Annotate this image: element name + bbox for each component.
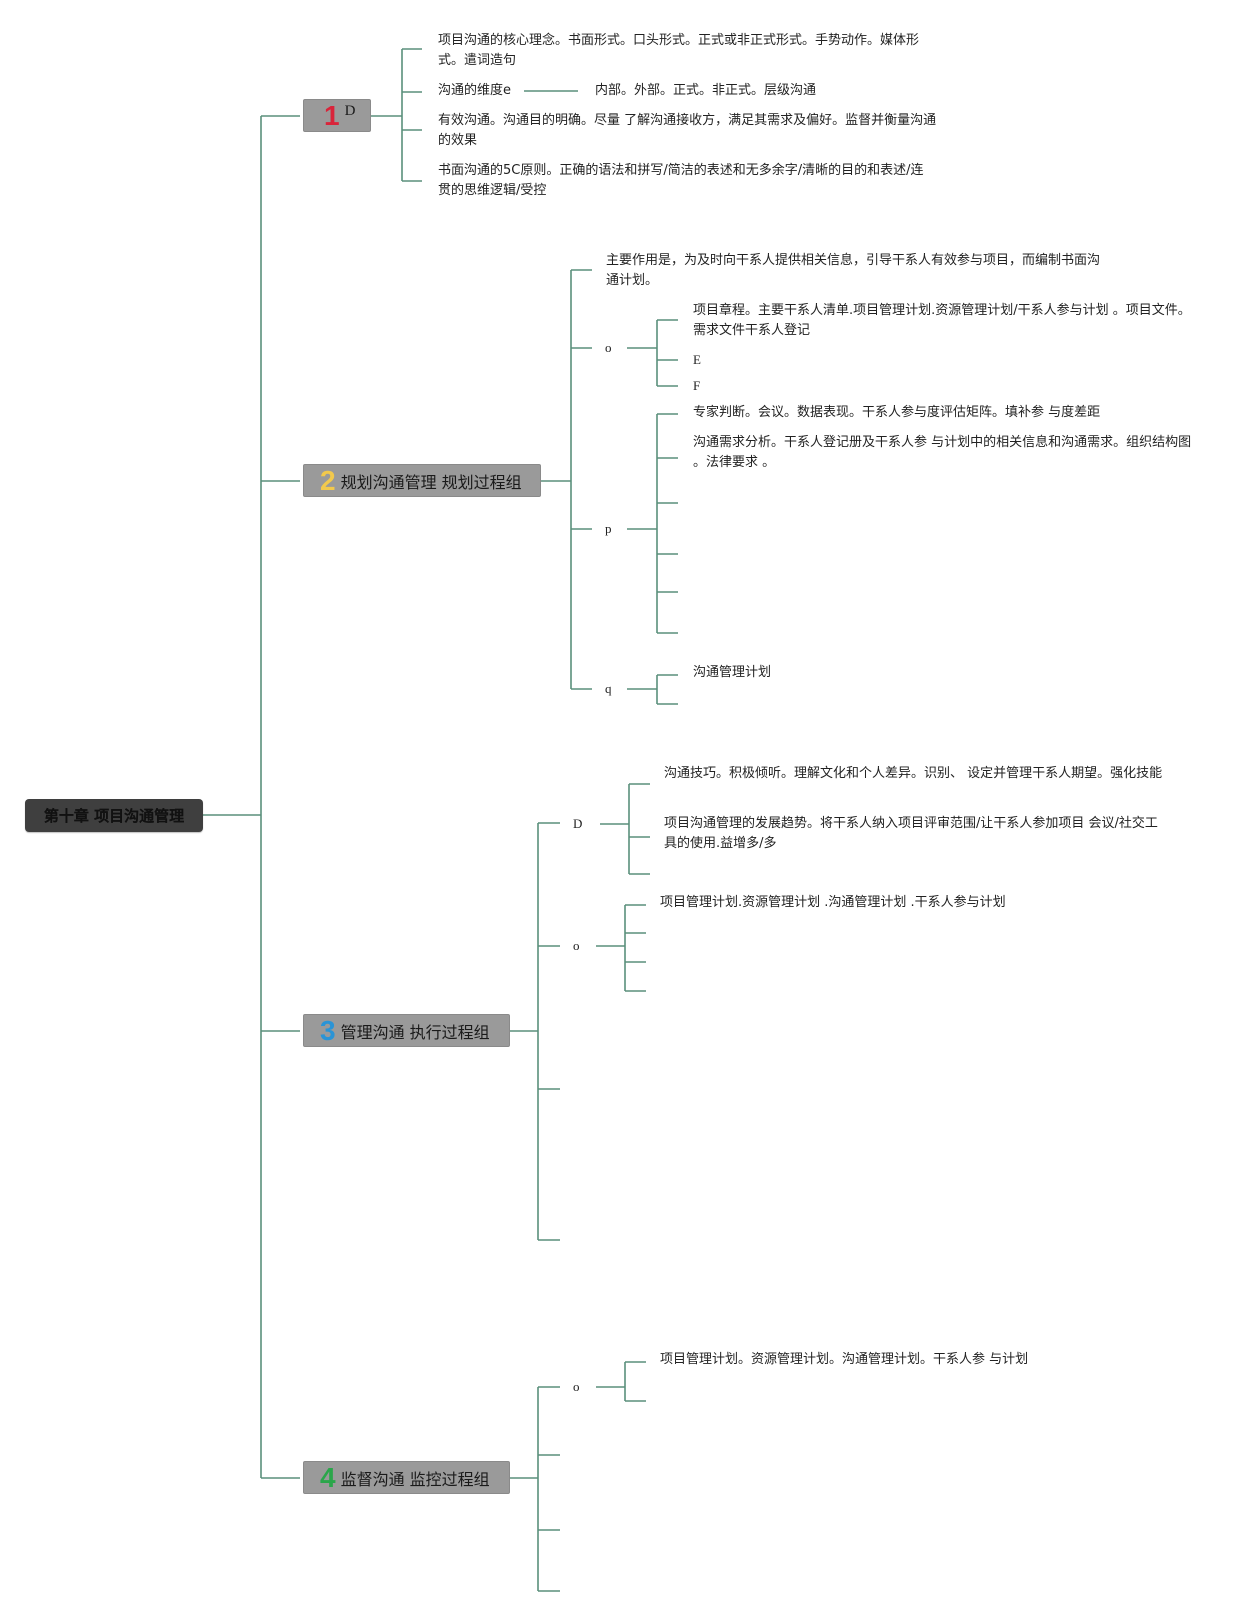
branch4-o-item-1: 项目管理计划。资源管理计划。沟通管理计划。干系人参 与计划 xyxy=(660,1352,1029,1367)
branch-number-4: 4 xyxy=(320,1461,336,1493)
branch3-o-item-1: 项目管理计划.资源管理计划 .沟通管理计划 .干系人参与计划 xyxy=(660,895,1006,910)
branch-number-2: 2 xyxy=(320,464,336,496)
branch3-d-item-2: 项目沟通管理的发展趋势。将干系人纳入项目评审范围/让干系人参加项目 会议/社交工… xyxy=(664,816,1158,851)
branch1-item-1: 项目沟通的核心理念。书面形式。口头形式。正式或非正式形式。手势动作。媒体形式。遣… xyxy=(438,33,920,68)
branch3-d-label: D xyxy=(573,816,583,831)
branch-label-1: D xyxy=(344,103,356,119)
branch2-p-label: p xyxy=(605,521,612,536)
branch1-dimension-detail: 内部。外部。正式。非正式。层级沟通 xyxy=(595,83,817,98)
root-node[interactable]: 第十章 项目沟通管理 xyxy=(25,799,203,832)
branch-label-4: 监督沟通 监控过程组 xyxy=(340,1469,490,1489)
branch-number-3: 3 xyxy=(320,1014,336,1046)
branch2-o-item-3: F xyxy=(693,378,701,393)
branch1-item-3: 有效沟通。沟通目的明确。尽量 了解沟通接收方，满足其需求及偏好。监督并衡量沟通的… xyxy=(438,113,937,148)
branch-node-1[interactable]: 1 D xyxy=(303,99,371,132)
branch-label-3: 管理沟通 执行过程组 xyxy=(340,1022,490,1042)
branch-number-1: 1 xyxy=(324,99,340,131)
root-label: 第十章 项目沟通管理 xyxy=(43,807,185,825)
branch3-d-item-1: 沟通技巧。积极倾听。理解文化和个人差异。识别、 设定并管理干系人期望。强化技能 xyxy=(664,766,1163,781)
branch2-q-item-1: 沟通管理计划 xyxy=(693,665,772,680)
branch2-o-label: o xyxy=(605,340,612,355)
branch-node-2[interactable]: 2 规划沟通管理 规划过程组 xyxy=(303,464,541,497)
branch1-item-4: 书面沟通的5C原则。正确的语法和拼写/简洁的表述和无多余字/清晰的目的和表述/连… xyxy=(438,163,924,198)
branch2-o-item-2: E xyxy=(693,352,701,367)
branch-node-3[interactable]: 3 管理沟通 执行过程组 xyxy=(303,1014,510,1047)
branch-node-4[interactable]: 4 监督沟通 监控过程组 xyxy=(303,1461,510,1494)
branch2-o-item-1: 项目章程。主要干系人清单.项目管理计划.资源管理计划/干系人参与计划 。项目文件… xyxy=(693,303,1191,338)
branch4-o-label: o xyxy=(573,1379,580,1394)
branch2-intro: 主要作用是，为及时向干系人提供相关信息，引导干系人有效参与项目，而编制书面沟通计… xyxy=(606,253,1101,288)
branch3-o-label: o xyxy=(573,938,580,953)
branch1-item-2: 沟通的维度e xyxy=(438,83,511,98)
branch-label-2: 规划沟通管理 规划过程组 xyxy=(340,472,522,492)
branch2-q-label: q xyxy=(605,681,612,696)
branch2-p-item-2: 沟通需求分析。干系人登记册及干系人参 与计划中的相关信息和沟通需求。组织结构图 … xyxy=(693,435,1192,470)
branch2-p-item-1: 专家判断。会议。数据表现。干系人参与度评估矩阵。填补参 与度差距 xyxy=(693,405,1101,420)
